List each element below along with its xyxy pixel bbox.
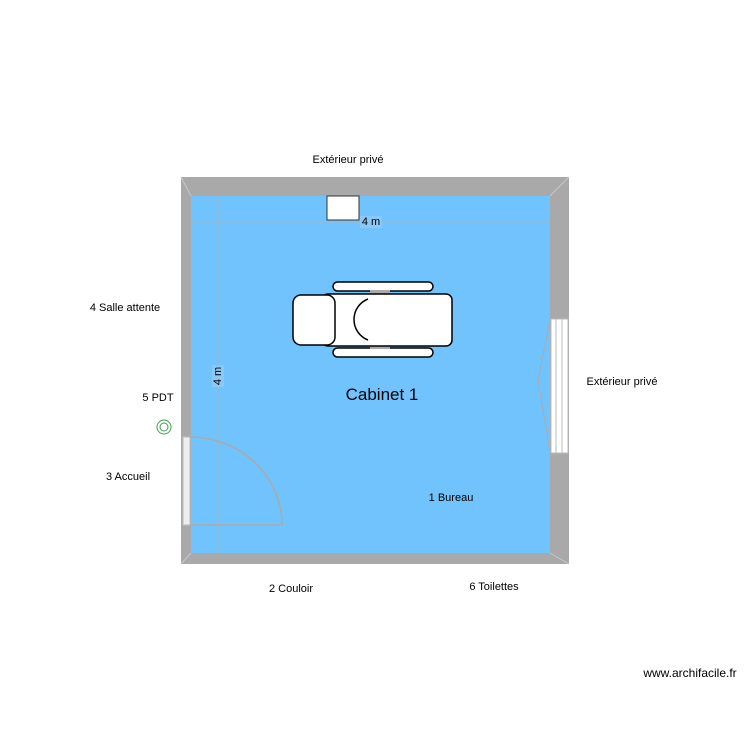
room-name[interactable]: Cabinet 1 [345, 385, 419, 404]
label-exterieur-top: Extérieur privé [312, 154, 384, 166]
window-right[interactable] [537, 318, 569, 454]
dimension-height: 4 m [212, 364, 224, 388]
room-floor[interactable] [191, 196, 550, 553]
label-exterieur-right: Extérieur privé [586, 376, 658, 388]
watermark: www.archifacile.fr [643, 666, 737, 680]
label-pdt: 5 PDT [142, 392, 174, 404]
label-salle-attente: 4 Salle attente [89, 302, 161, 314]
label-accueil: 3 Accueil [105, 471, 151, 483]
cabinet-box[interactable] [326, 195, 360, 221]
door-left[interactable] [182, 436, 283, 526]
label-couloir: 2 Couloir [268, 583, 314, 595]
pdt-marker-icon[interactable] [156, 419, 172, 435]
label-toilettes: 6 Toilettes [469, 581, 519, 593]
dimension-width: 4 m [359, 216, 383, 228]
examination-table[interactable] [292, 281, 453, 358]
label-bureau: 1 Bureau [428, 492, 474, 504]
wall-corner-lines [180, 176, 570, 565]
